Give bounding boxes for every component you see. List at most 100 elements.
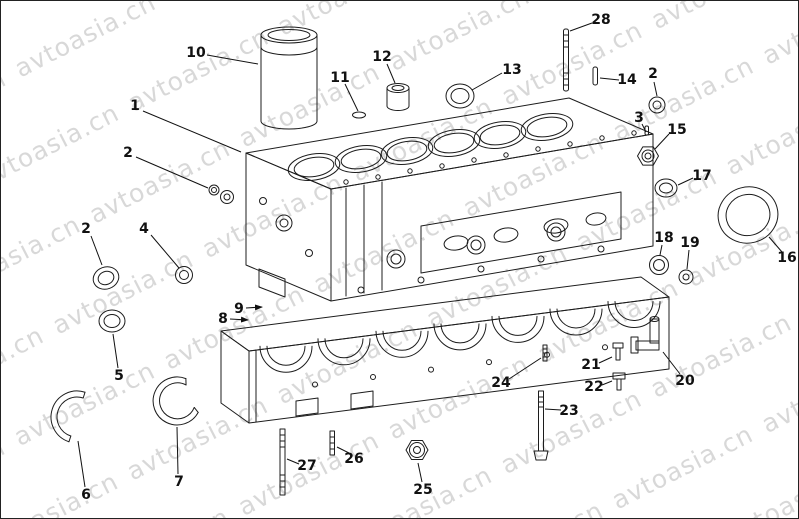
leader-line-10 (206, 54, 259, 65)
watermark-text: avtoasia.cn (84, 133, 235, 229)
callout-2a: 2 (123, 145, 133, 161)
cylinder-liner-part (260, 26, 318, 130)
bedplate (220, 276, 670, 424)
watermark-text: avtoasia.cn (721, 85, 799, 181)
fitting-part-15 (637, 146, 659, 166)
seal-part-2b (92, 266, 120, 290)
cup-plug-part-17 (654, 178, 678, 198)
dowel-pin-part (592, 66, 598, 86)
callout-2b: 2 (81, 221, 91, 237)
leader-line-2b (90, 235, 103, 266)
watermark-text: avtoasia.cn (159, 280, 310, 376)
bushing-part (386, 83, 410, 111)
callout-12: 12 (372, 49, 391, 65)
engine-block-main (245, 97, 654, 302)
leader-line-12 (386, 63, 396, 84)
elbow-fitting-part-20 (630, 316, 660, 354)
small-oring-part (352, 111, 366, 119)
callout-19: 19 (680, 235, 699, 251)
callout-16: 16 (777, 250, 796, 266)
leader-line-18 (659, 244, 663, 256)
callout-3: 3 (634, 110, 644, 126)
callout-26: 26 (344, 451, 363, 467)
leader-line-5 (112, 333, 119, 369)
plug-washer-part-2a (208, 184, 234, 204)
watermark-text: avtoasia.cn (84, 502, 235, 519)
watermark-text: avtoasia.cn (1, 432, 10, 519)
leader-line-6 (77, 440, 86, 488)
watermark-text: avtoasia.cn (10, 1, 161, 83)
callout-17: 17 (692, 168, 711, 184)
grommet-part-18 (649, 255, 669, 275)
callout-5: 5 (114, 368, 124, 384)
callout-13: 13 (502, 62, 521, 78)
stud-part-24 (542, 344, 548, 362)
watermark-text: avtoasia.cn (646, 1, 797, 35)
leader-line-28 (569, 22, 593, 32)
leader-line-26 (336, 446, 350, 454)
leader-line-11 (344, 83, 359, 112)
callout-22: 22 (584, 379, 603, 395)
stud-part-26 (329, 430, 335, 456)
leader-line-17 (677, 177, 694, 186)
leader-line-4 (150, 234, 180, 269)
cup-plug-part-5 (98, 309, 126, 333)
callout-2c: 2 (648, 66, 658, 82)
leader-line-19 (686, 249, 690, 270)
callout-8: 8 (218, 311, 228, 327)
callout-27: 27 (297, 458, 316, 474)
ring-seal-part (445, 83, 475, 109)
watermark-text: avtoasia.cn (9, 356, 160, 452)
washer-part-19 (678, 269, 694, 285)
callout-20: 20 (675, 373, 695, 389)
bolt-part-21 (612, 342, 624, 361)
callout-21: 21 (581, 357, 600, 373)
leader-line-9 (245, 304, 263, 311)
long-bolt-part-23 (533, 390, 549, 461)
hex-plug-part-25 (405, 440, 429, 460)
watermark-text: avtoasia.cn (234, 57, 385, 153)
leader-line-25 (417, 462, 423, 483)
watermark-text: avtoasia.cn (197, 168, 348, 264)
leader-line-8 (229, 316, 249, 323)
watermark-text: avtoasia.cn (682, 197, 799, 293)
leader-line-13 (471, 72, 503, 91)
leader-line-2c (653, 81, 658, 97)
watermark-text: avtoasia.cn (458, 127, 609, 223)
watermark-text: avtoasia.cn (1, 210, 85, 306)
leader-line-20 (662, 351, 681, 375)
leader-line-1 (142, 110, 242, 153)
callout-9: 9 (234, 301, 244, 317)
watermark-text: avtoasia.cn (757, 343, 799, 439)
watermark-text: avtoasia.cn (646, 308, 797, 404)
watermark-text: avtoasia.cn (1, 98, 124, 194)
watermark-text: avtoasia.cn (457, 496, 608, 519)
callout-10: 10 (186, 45, 206, 61)
leader-line-27 (286, 458, 300, 465)
thrust-ring-part-7 (152, 376, 199, 426)
watermark-text: avtoasia.cn (496, 384, 647, 480)
watermark-text: avtoasia.cn (758, 1, 799, 70)
watermark-text: avtoasia.cn (383, 349, 534, 445)
callout-23: 23 (559, 403, 578, 419)
watermark-text: avtoasia.cn (160, 1, 311, 7)
callout-6: 6 (81, 487, 91, 503)
plug-part-4 (175, 266, 193, 284)
watermark-text: avtoasia.cn (122, 390, 273, 486)
stud-part-28 (563, 28, 569, 92)
callout-15: 15 (667, 122, 686, 138)
watermark-text: avtoasia.cn (720, 454, 799, 519)
callout-28: 28 (591, 12, 610, 28)
callout-25: 25 (413, 482, 432, 498)
leader-line-3 (641, 123, 647, 133)
callout-4: 4 (139, 221, 149, 237)
leader-line-7 (176, 426, 179, 475)
watermark-text: avtoasia.cn (123, 22, 274, 118)
bolt-part-22 (612, 372, 626, 391)
leader-line-24 (508, 357, 542, 380)
bearing-shell-part-6 (50, 390, 86, 443)
watermark-text: avtoasia.cn (48, 244, 199, 340)
